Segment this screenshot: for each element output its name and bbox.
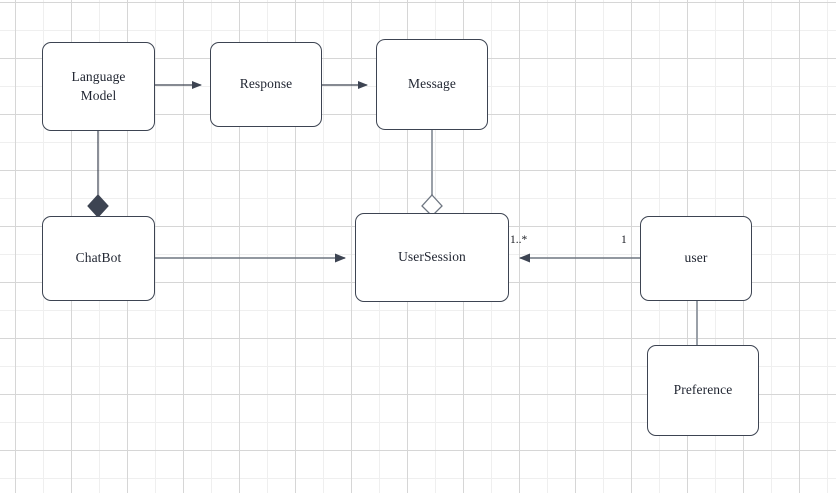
node-preference[interactable]: Preference — [647, 345, 759, 436]
node-label: user — [684, 250, 708, 266]
node-label: Response — [239, 76, 293, 92]
node-language-model[interactable]: Language Model — [42, 42, 155, 131]
filled-diamond-icon — [87, 194, 109, 218]
node-chatbot[interactable]: ChatBot — [42, 216, 155, 301]
edge-user-session-to-message — [421, 130, 443, 217]
node-label: UserSession — [398, 249, 466, 265]
node-label: Language Model — [71, 69, 126, 103]
node-user-session[interactable]: UserSession — [355, 213, 509, 302]
multiplicity-label-user-session: 1..* — [510, 234, 528, 246]
node-label: ChatBot — [75, 250, 122, 266]
multiplicity-label-user: 1 — [621, 234, 627, 246]
node-label: Preference — [673, 382, 733, 398]
node-message[interactable]: Message — [376, 39, 488, 130]
node-response[interactable]: Response — [210, 42, 322, 127]
node-label: Message — [408, 76, 456, 92]
edge-chatbot-to-language-model — [87, 131, 109, 218]
node-user[interactable]: user — [640, 216, 752, 301]
